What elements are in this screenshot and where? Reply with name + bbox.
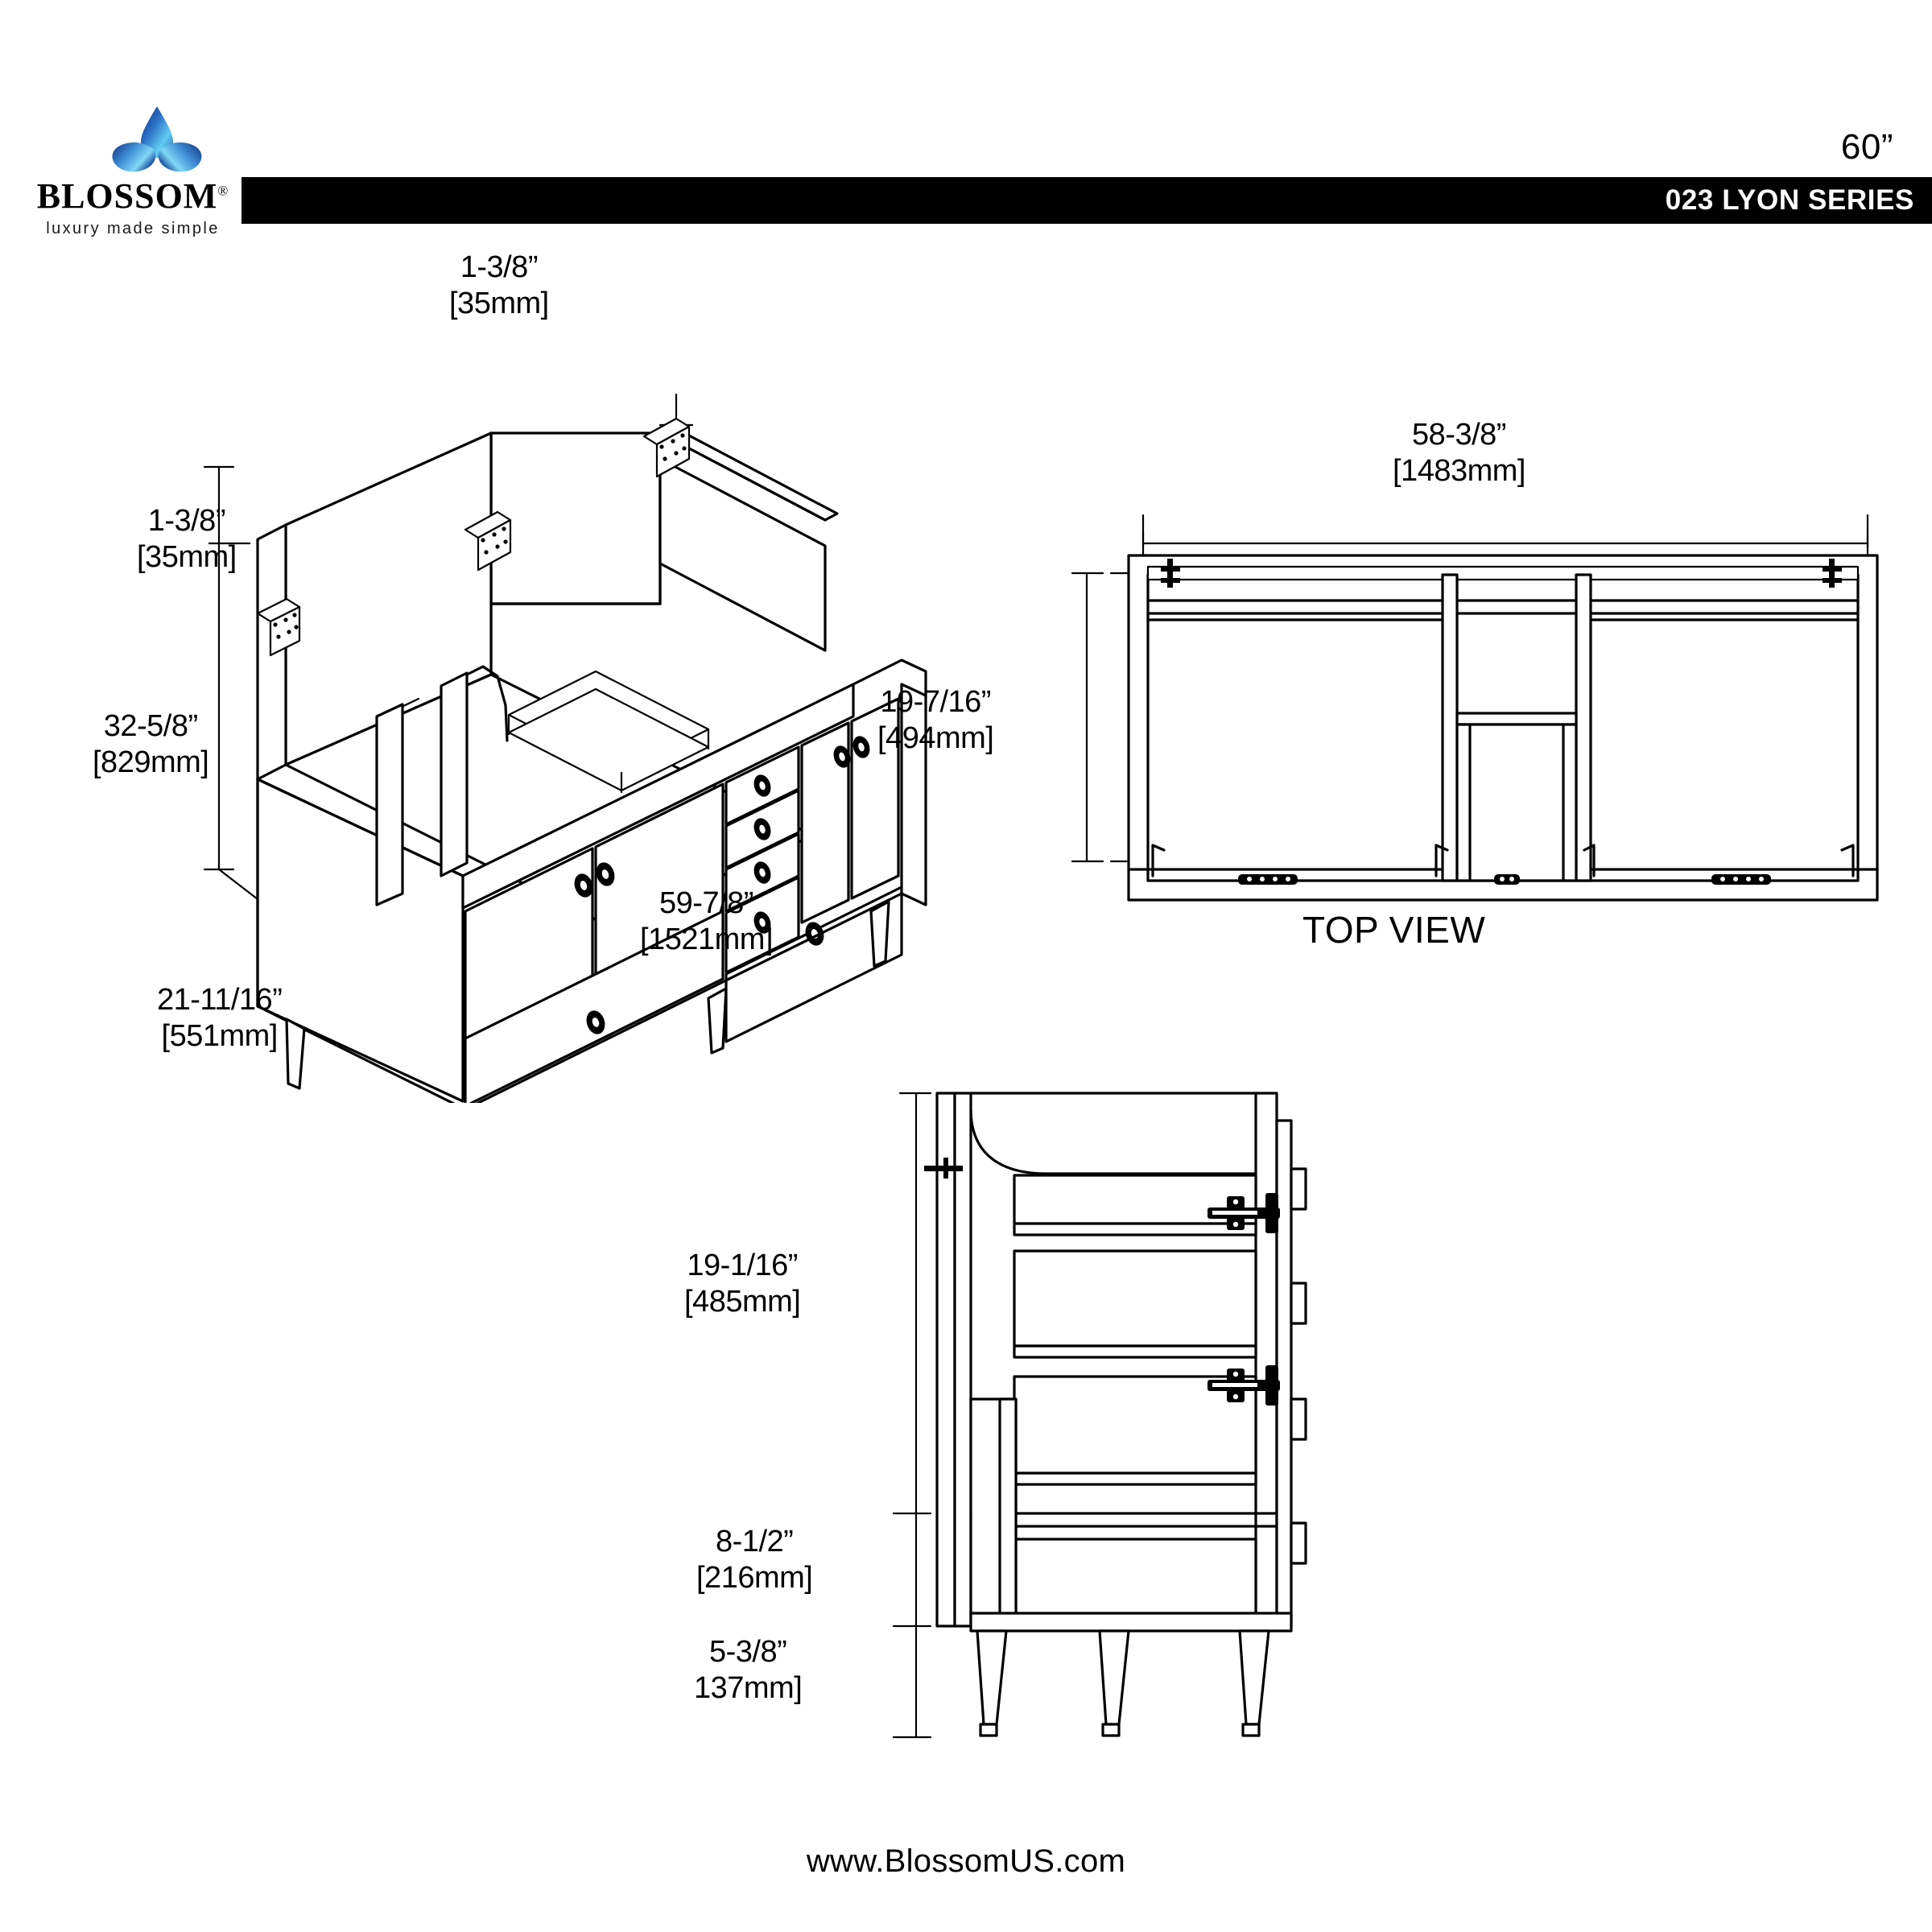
cabinet-leg — [976, 1629, 1008, 1737]
concealed-hinge — [1208, 1365, 1280, 1406]
dimension-value-metric: [829mm] — [93, 745, 209, 779]
dimension-value-metric: [1483mm] — [1393, 453, 1525, 488]
dimension-value-inches: 5-3/8” — [709, 1635, 787, 1669]
dimension-upper-cavity: 19-1/16” [485mm] — [684, 1248, 801, 1320]
cabinet-leg — [1238, 1629, 1270, 1737]
hardware-mount — [1238, 874, 1771, 885]
mounting-bracket — [642, 417, 691, 478]
series-label: 023 LYON SERIES — [1665, 184, 1914, 216]
hinge-plate — [1290, 1167, 1307, 1565]
blossom-flower-logo-icon — [112, 106, 202, 172]
brand-logo: BLOSSOM® luxury made simple — [32, 105, 233, 237]
dimension-side-thickness: 1-3/8” [35mm] — [137, 503, 237, 576]
dimension-value-inches: 59-7/8” — [659, 886, 753, 920]
brand-tagline: luxury made simple — [46, 220, 220, 237]
cabinet-leg — [1098, 1629, 1130, 1737]
website-url[interactable]: www.BlossomUS.com — [806, 1843, 1126, 1879]
dimension-value-inches: 19-1/16” — [687, 1249, 798, 1282]
top-view-dimension-lines — [1071, 514, 1869, 863]
isometric-view: 1-3/8” [35mm] 1-3/8” [35mm] 32-5/8” [829… — [93, 250, 998, 1103]
side-view-cabinet-section — [924, 1092, 1307, 1737]
header-black-bar: 023 LYON SERIES — [242, 177, 1932, 224]
dimension-value-inches: 21-11/16” — [157, 983, 283, 1017]
dimension-value-metric: [551mm] — [161, 1018, 279, 1053]
dimension-cabinet-height: 32-5/8” [829mm] — [93, 708, 209, 781]
page-footer: www.BlossomUS.com — [0, 1843, 1932, 1880]
dimension-value-metric: 137mm] — [694, 1670, 803, 1705]
dimension-value-inches: 58-3/8” — [1412, 418, 1506, 452]
mounting-bracket — [256, 597, 301, 657]
dimension-cabinet-width: 59-7/8” [1521mm] — [640, 886, 773, 958]
side-section-view: 19-1/16” [485mm] 8-1/2” [216mm] 5-3/8” 1… — [684, 1079, 1352, 1747]
concealed-hinge — [1208, 1193, 1280, 1233]
dimension-value-metric: [1521mm] — [640, 922, 773, 956]
isometric-cabinet-body — [256, 417, 927, 1103]
registered-mark-icon: ® — [217, 183, 229, 199]
dimension-value-inches: 19-7/16” — [880, 685, 991, 719]
mounting-bracket — [464, 510, 512, 572]
dimension-value-metric: [35mm] — [137, 539, 237, 574]
top-view: 58-3/8” [1483mm] 19-7/16” [494mm] TOP VI… — [877, 418, 1884, 982]
dimension-cabinet-depth: 21-11/16” [551mm] — [157, 982, 283, 1055]
dimension-value-inches: 1-3/8” — [147, 504, 226, 538]
side-view-dimension-lines — [892, 1092, 932, 1739]
brand-wordmark: BLOSSOM® — [32, 179, 233, 214]
dimension-lower-drawer: 8-1/2” [216mm] — [696, 1524, 813, 1596]
dimension-value-inches: 32-5/8” — [103, 709, 198, 743]
top-view-title: TOP VIEW — [1302, 909, 1486, 951]
dimension-value-metric: [494mm] — [877, 720, 994, 755]
page-header: BLOSSOM® luxury made simple 60” 023 LYON… — [0, 0, 1932, 237]
dimension-value-inches: 1-3/8” — [460, 250, 539, 284]
dimension-interior-width: 58-3/8” [1483mm] — [1393, 417, 1525, 489]
top-view-cabinet-plan — [1127, 554, 1879, 902]
product-size-label: 60” — [1840, 127, 1893, 167]
dimension-value-metric: [216mm] — [696, 1560, 813, 1595]
dimension-interior-depth: 19-7/16” [494mm] — [877, 684, 994, 757]
dimension-top-thickness: 1-3/8” [35mm] — [449, 250, 549, 322]
dimension-value-metric: [485mm] — [684, 1284, 801, 1319]
brand-name: BLOSSOM — [36, 176, 218, 216]
corner-bracket — [1151, 844, 1855, 877]
dimension-value-inches: 8-1/2” — [716, 1525, 794, 1558]
dimension-value-metric: [35mm] — [449, 286, 549, 320]
dimension-leg-height: 5-3/8” 137mm] — [694, 1634, 803, 1707]
